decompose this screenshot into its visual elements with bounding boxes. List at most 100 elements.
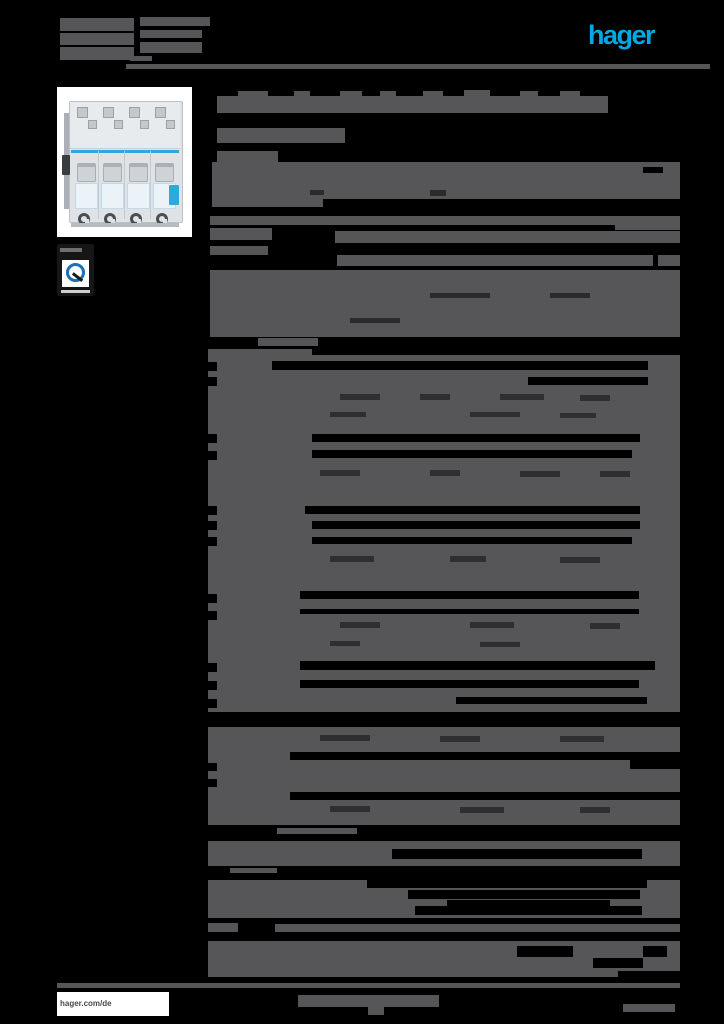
redacted-text-bar xyxy=(272,361,648,370)
redacted-text-bar xyxy=(560,413,596,418)
redacted-text-bar xyxy=(236,918,680,924)
redacted-text-bar xyxy=(423,91,443,97)
redacted-text-bar xyxy=(464,90,490,97)
terminal-screw xyxy=(77,107,88,118)
redacted-text-bar xyxy=(208,971,618,977)
redacted-text-bar xyxy=(290,752,680,760)
redacted-text-bar xyxy=(208,727,680,825)
product-photo xyxy=(57,87,192,237)
bottom-terminal xyxy=(78,213,90,225)
q-ring-icon xyxy=(66,263,85,282)
redacted-text-bar xyxy=(630,760,680,769)
redacted-text-bar xyxy=(380,91,396,97)
terminal-screw xyxy=(103,107,114,118)
redacted-text-bar xyxy=(217,96,608,113)
redacted-text-bar xyxy=(408,890,640,899)
redacted-text-bar xyxy=(208,779,217,787)
redacted-text-bar xyxy=(560,557,600,563)
redacted-text-bar xyxy=(208,594,217,603)
redacted-text-bar xyxy=(208,349,312,359)
redacted-text-bar xyxy=(517,946,573,957)
redacted-text-bar xyxy=(330,806,370,812)
redacted-text-bar xyxy=(560,736,604,742)
redacted-text-bar xyxy=(500,394,544,400)
redacted-text-bar xyxy=(208,681,217,690)
redacted-text-bar xyxy=(600,471,630,477)
footer-website-box: hager.com/de xyxy=(57,992,169,1016)
redacted-text-bar xyxy=(320,735,370,741)
redacted-text-bar xyxy=(210,270,680,337)
redacted-text-bar xyxy=(392,849,642,859)
redacted-text-bar xyxy=(275,924,680,932)
redacted-text-bar xyxy=(210,216,680,225)
terminal-screw xyxy=(88,120,97,129)
redacted-text-bar xyxy=(217,151,278,162)
redacted-text-bar xyxy=(643,946,667,957)
redacted-text-bar xyxy=(208,763,217,771)
redacted-text-bar xyxy=(520,91,538,97)
breaker-module xyxy=(99,87,125,237)
terminal-screw xyxy=(166,120,175,129)
terminal-screw xyxy=(155,107,166,118)
hager-logo: hager xyxy=(588,20,656,50)
redacted-text-bar xyxy=(528,377,648,385)
breaker-shadow xyxy=(71,223,179,227)
redacted-text-bar xyxy=(208,506,217,515)
redacted-text-bar xyxy=(440,736,480,742)
redacted-text-bar xyxy=(290,792,680,800)
label-window xyxy=(127,183,150,209)
redacted-text-bar xyxy=(300,591,639,599)
terminal-screw xyxy=(140,120,149,129)
redacted-text-bar xyxy=(300,609,639,614)
breaker-module xyxy=(125,87,151,237)
redacted-text-bar xyxy=(130,56,152,61)
redacted-text-bar xyxy=(305,506,640,514)
redacted-text-bar xyxy=(300,680,639,688)
quickconnect-label-bar xyxy=(61,290,90,293)
redacted-text-bar xyxy=(430,470,460,476)
label-window xyxy=(75,183,98,209)
redacted-text-bar xyxy=(212,199,323,207)
redacted-text-bar xyxy=(312,450,632,458)
redacted-text-bar xyxy=(330,412,366,417)
redacted-text-bar xyxy=(480,642,520,647)
redacted-text-bar xyxy=(208,923,238,932)
redacted-text-bar xyxy=(57,983,680,988)
redacted-text-bar xyxy=(340,91,362,97)
redacted-text-bar xyxy=(60,33,134,45)
breaker-module xyxy=(73,87,99,237)
redacted-text-bar xyxy=(60,18,134,31)
redacted-text-bar xyxy=(470,412,520,417)
redacted-text-bar xyxy=(238,91,268,97)
redacted-text-bar xyxy=(367,880,647,888)
redacted-text-bar xyxy=(230,868,277,873)
redacted-text-bar xyxy=(140,42,202,53)
redacted-text-bar xyxy=(590,623,620,629)
redacted-text-bar xyxy=(470,622,514,628)
redacted-text-bar xyxy=(415,906,642,915)
redacted-text-bar xyxy=(340,622,380,628)
breaker-module xyxy=(151,87,177,237)
redacted-text-bar xyxy=(126,64,710,69)
redacted-text-bar xyxy=(312,537,632,544)
toggle-lever xyxy=(77,163,96,182)
redacted-text-bar xyxy=(294,91,310,97)
label-window xyxy=(101,183,124,209)
redacted-text-bar xyxy=(550,293,590,298)
footer-website-link[interactable]: hager.com/de xyxy=(60,999,112,1008)
redacted-text-bar xyxy=(460,807,504,813)
redacted-text-bar xyxy=(140,30,202,38)
redacted-text-bar xyxy=(210,246,268,255)
redacted-text-bar xyxy=(212,162,680,199)
redacted-text-bar xyxy=(320,470,360,476)
redacted-text-bar xyxy=(430,293,490,298)
redacted-text-bar xyxy=(208,663,217,672)
module-separator xyxy=(98,151,99,219)
bottom-terminal xyxy=(104,213,116,225)
quickconnect-topmark xyxy=(60,248,82,252)
breaker-blue-stripe xyxy=(71,150,179,153)
redacted-text-bar xyxy=(208,537,217,546)
redacted-text-bar xyxy=(593,958,643,968)
redacted-text-bar xyxy=(580,395,610,401)
